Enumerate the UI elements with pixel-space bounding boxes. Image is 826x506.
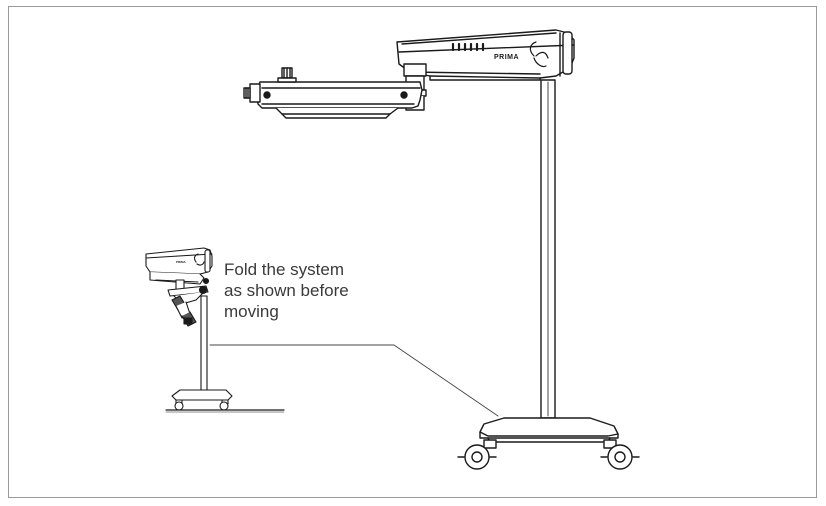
small-column	[200, 295, 208, 391]
leader-line	[209, 344, 499, 417]
floor-line	[165, 409, 285, 413]
large-wheel-left	[457, 444, 497, 470]
brand-logo-small: PRIMA	[176, 260, 186, 264]
optics-carrier	[243, 67, 423, 119]
vent-slots	[451, 42, 485, 52]
large-column	[540, 79, 556, 419]
caption-line-2: as shown before	[224, 281, 349, 300]
large-head-unit	[396, 29, 575, 81]
large-microscope	[243, 29, 640, 470]
caption-line-3: moving	[224, 302, 279, 321]
fold-instruction-caption: Fold the system as shown before moving	[224, 259, 394, 322]
large-base	[479, 417, 619, 449]
large-wheel-right	[600, 444, 640, 470]
small-folded-arm	[149, 271, 210, 327]
small-microscope	[145, 247, 285, 413]
small-head-unit	[145, 247, 213, 275]
caption-line-1: Fold the system	[224, 260, 344, 279]
small-base	[171, 389, 233, 411]
brand-logo-large: PRIMA	[494, 54, 520, 61]
logo-swirl-icon	[529, 41, 549, 68]
